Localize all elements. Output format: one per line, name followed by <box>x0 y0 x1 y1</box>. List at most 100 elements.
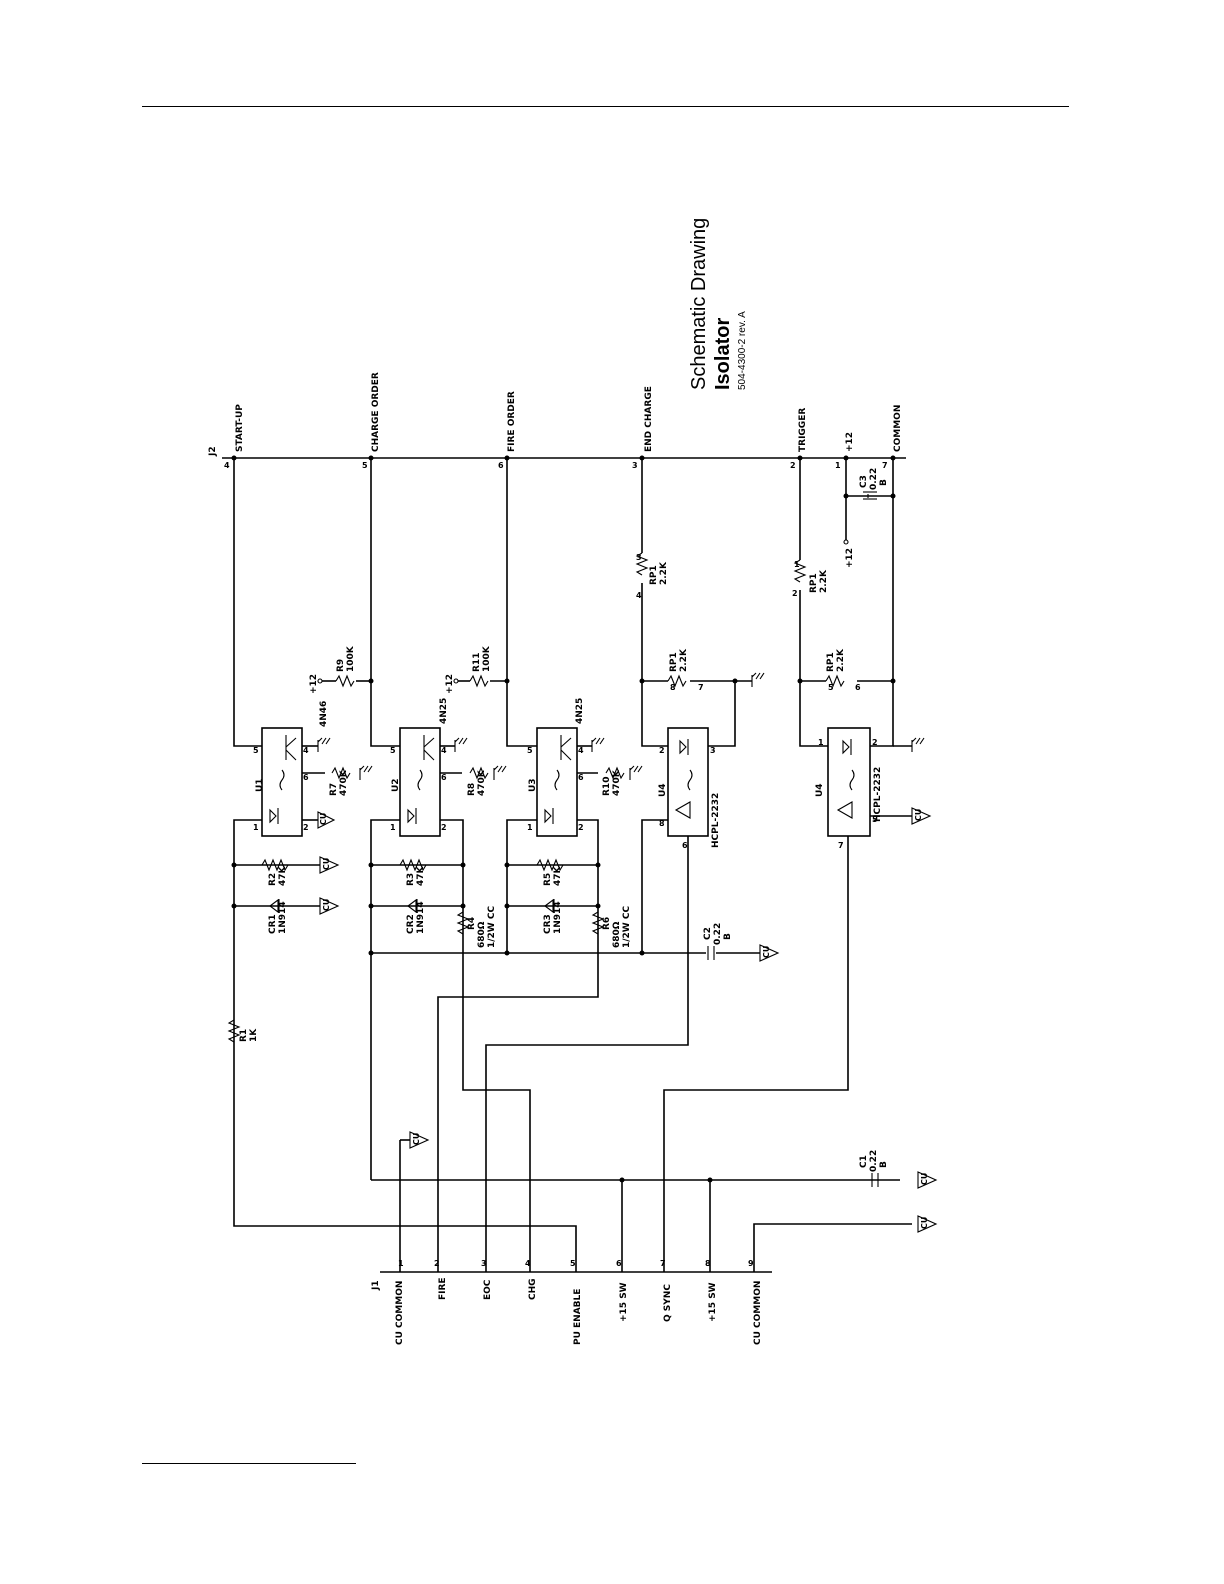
svg-text:1: 1 <box>527 823 533 832</box>
j2-end-charge-label: END CHARGE <box>644 386 654 452</box>
capacitor-symbols <box>707 491 879 1187</box>
svg-text:9: 9 <box>748 1259 754 1268</box>
j2-pin-start-up: 4 START-UP <box>224 404 245 470</box>
cu-ground-c2: CU <box>759 944 780 962</box>
svg-text:5: 5 <box>253 746 259 755</box>
svg-text:7: 7 <box>698 683 704 692</box>
plus12-rp1: +12 <box>845 548 855 568</box>
j1-connector: J1 1 CU COMMON 2 FIRE 3 EOC 4 CHG 5 PU E… <box>371 1259 772 1345</box>
svg-text:CU: CU <box>914 809 923 821</box>
j1-pin-1: 1 CU COMMON <box>395 1259 405 1345</box>
j2-common-label: COMMON <box>893 405 903 452</box>
u4b-optocoupler: 1 2 5 7 U4 HCPL-2232 <box>815 727 883 850</box>
svg-text:R1: R1 <box>239 1029 249 1042</box>
svg-text:C2: C2 <box>703 927 713 940</box>
title-subheading: Isolator <box>712 318 734 390</box>
svg-text:PU ENABLE: PU ENABLE <box>573 1289 583 1345</box>
u3-part: 4N25 <box>575 698 585 724</box>
svg-text:3: 3 <box>632 461 638 470</box>
svg-text:2: 2 <box>578 823 584 832</box>
u2-part: 4N25 <box>439 698 449 724</box>
svg-text:3: 3 <box>481 1259 487 1268</box>
svg-text:2: 2 <box>303 823 309 832</box>
svg-text:5: 5 <box>872 815 878 824</box>
svg-text:C1: C1 <box>859 1155 869 1168</box>
j2-pin-fire-order: 6 FIRE ORDER <box>498 391 517 470</box>
svg-text:5: 5 <box>390 746 396 755</box>
svg-text:5: 5 <box>828 683 834 692</box>
svg-text:1: 1 <box>253 823 259 832</box>
svg-text:2: 2 <box>434 1259 440 1268</box>
svg-text:R10: R10 <box>602 777 612 796</box>
j1-pin-2: 2 FIRE <box>434 1259 448 1300</box>
svg-text:470K: 470K <box>477 769 487 796</box>
svg-text:1: 1 <box>835 461 841 470</box>
svg-text:CU COMMON: CU COMMON <box>753 1281 763 1345</box>
svg-text:0.22: 0.22 <box>869 468 879 490</box>
svg-text:B: B <box>723 933 733 940</box>
u3-optocoupler: 5 4 6 1 2 U3 4N25 <box>527 698 585 837</box>
svg-text:680Ω: 680Ω <box>612 921 622 948</box>
u4b-part: HCPL-2232 <box>873 767 883 822</box>
svg-text:R2: R2 <box>268 873 278 886</box>
svg-text:2.2K: 2.2K <box>659 561 669 585</box>
svg-text:0.22: 0.22 <box>713 923 723 945</box>
svg-text:C3: C3 <box>859 475 869 488</box>
svg-text:4: 4 <box>303 746 309 755</box>
j2-pin-plus12: 1 +12 <box>835 432 855 470</box>
svg-text:4: 4 <box>636 591 642 600</box>
plus12-symbols: +12 +12 +12 <box>309 539 855 694</box>
input-network <box>233 864 912 1272</box>
u1-optocoupler: 5 4 6 1 2 U1 4N46 <box>253 701 329 837</box>
svg-text:3: 3 <box>636 553 642 562</box>
j2-pin-trigger: 2 TRIGGER <box>790 408 808 470</box>
svg-text:6: 6 <box>441 773 447 782</box>
svg-text:470K: 470K <box>339 769 349 796</box>
j2-trigger-label: TRIGGER <box>798 408 808 452</box>
svg-text:R9: R9 <box>336 659 346 672</box>
svg-text:100K: 100K <box>482 645 492 672</box>
j1-pin-3: 3 EOC <box>481 1259 493 1300</box>
svg-text:FIRE: FIRE <box>438 1277 448 1300</box>
svg-text:6: 6 <box>578 773 584 782</box>
plus12-r9: +12 <box>309 674 319 694</box>
j1-pin-8: 8 +15 SW <box>705 1259 718 1322</box>
svg-text:1/2W CC: 1/2W CC <box>622 906 632 948</box>
svg-text:R11: R11 <box>472 653 482 672</box>
svg-text:1/2W CC: 1/2W CC <box>487 906 497 948</box>
j2-connector: J2 4 START-UP 5 CHARGE ORDER 6 FIRE ORDE… <box>208 372 906 470</box>
svg-text:CU COMMON: CU COMMON <box>395 1281 405 1345</box>
svg-text:2: 2 <box>659 746 665 755</box>
svg-text:5: 5 <box>570 1259 576 1268</box>
cu-ground-symbols: CU CU CU CU CU CU CU CU <box>317 807 938 1233</box>
svg-text:2: 2 <box>790 461 796 470</box>
u4a-part: HCPL-2232 <box>711 793 721 848</box>
svg-text:2: 2 <box>441 823 447 832</box>
top-rule <box>142 106 1069 107</box>
svg-text:CU: CU <box>322 858 331 870</box>
svg-text:CR3: CR3 <box>543 914 553 934</box>
svg-text:2: 2 <box>792 589 798 598</box>
component-labels: R2 47K CR1 1N914 R3 47K CR2 1N914 R5 47K… <box>239 468 889 1172</box>
cu-ground-j1-9: CU <box>917 1215 938 1233</box>
svg-text:CR2: CR2 <box>406 914 416 934</box>
cu-ground-u4b: CU <box>911 807 932 825</box>
svg-text:4: 4 <box>525 1259 531 1268</box>
svg-text:4: 4 <box>441 746 447 755</box>
svg-text:CU: CU <box>920 1217 929 1229</box>
svg-text:CU: CU <box>412 1133 421 1145</box>
svg-text:B: B <box>879 479 889 486</box>
svg-text:47K: 47K <box>278 865 288 886</box>
svg-text:1: 1 <box>794 560 800 569</box>
plus12-r11: +12 <box>445 674 455 694</box>
svg-text:+15 SW: +15 SW <box>708 1282 718 1322</box>
doc-number: 504-4300-2 rev. A <box>737 311 748 390</box>
svg-text:8: 8 <box>705 1259 711 1268</box>
svg-text:RP1: RP1 <box>649 565 659 585</box>
svg-text:2.2K: 2.2K <box>836 648 846 672</box>
svg-text:6: 6 <box>303 773 309 782</box>
u1-ref: U1 <box>255 778 265 792</box>
svg-text:3: 3 <box>710 746 716 755</box>
title-block: Schematic Drawing Isolator 504-4300-2 re… <box>688 218 748 390</box>
u1-part: 4N46 <box>319 701 329 727</box>
